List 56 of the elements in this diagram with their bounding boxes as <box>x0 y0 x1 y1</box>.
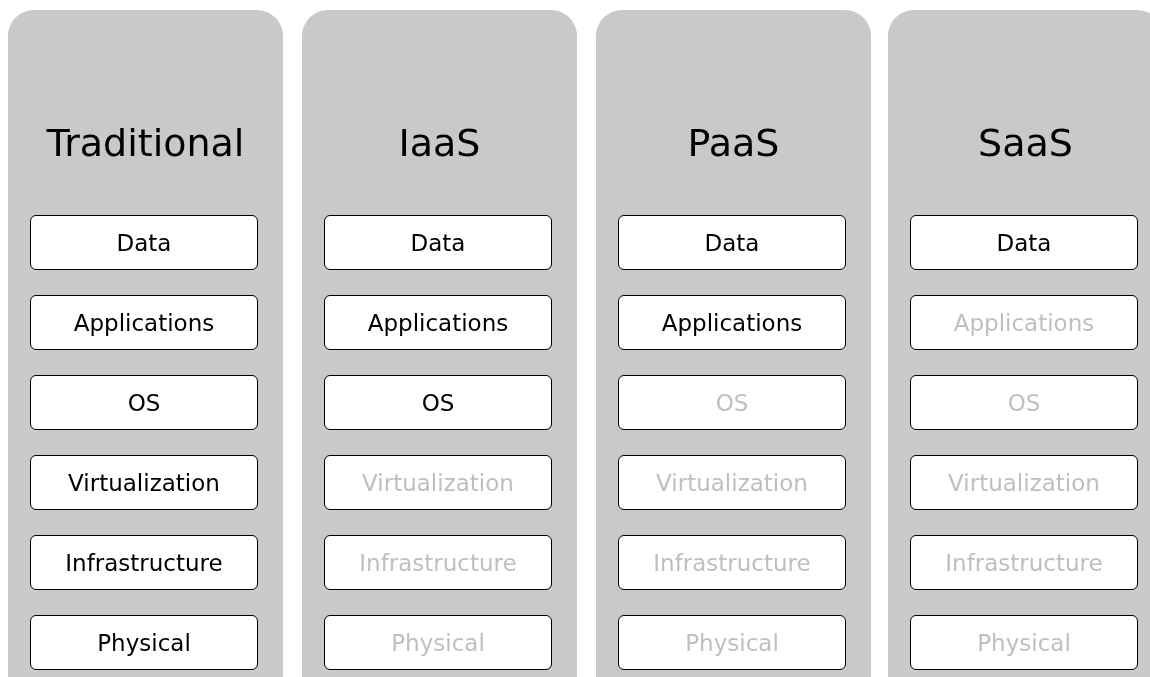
column-panel <box>302 10 577 677</box>
layer-label: Applications <box>73 309 215 336</box>
layer-label: Data <box>704 229 760 256</box>
layer-box <box>910 535 1138 590</box>
layer-box <box>30 215 258 270</box>
layer-box <box>324 215 552 270</box>
layer-box <box>30 295 258 350</box>
layer-label: Infrastructure <box>945 549 1103 576</box>
layer-box <box>618 295 846 350</box>
layer-box <box>324 455 552 510</box>
layer-label: Applications <box>367 309 509 336</box>
layer-label: OS <box>1007 389 1041 416</box>
layer-box <box>30 375 258 430</box>
layer-label: Virtualization <box>362 469 514 496</box>
layer-label: Virtualization <box>656 469 808 496</box>
layer-label: Data <box>996 229 1052 256</box>
layer-box <box>910 615 1138 670</box>
layer-label: OS <box>421 389 455 416</box>
layer-label: Infrastructure <box>653 549 811 576</box>
layer-label: Physical <box>391 629 485 656</box>
column-heading: PaaS <box>686 120 781 167</box>
layer-label: OS <box>715 389 749 416</box>
layer-box <box>324 535 552 590</box>
layer-label: Applications <box>661 309 803 336</box>
layer-box <box>910 295 1138 350</box>
layer-box <box>30 535 258 590</box>
layer-box <box>618 455 846 510</box>
layer-box <box>910 215 1138 270</box>
layer-label: Applications <box>953 309 1095 336</box>
layer-box <box>30 455 258 510</box>
layer-label: OS <box>127 389 161 416</box>
column-heading: IaaS <box>397 120 482 167</box>
column-panel <box>8 10 283 677</box>
layer-box <box>910 375 1138 430</box>
layer-label: Infrastructure <box>359 549 517 576</box>
layer-box <box>618 615 846 670</box>
layer-box <box>618 215 846 270</box>
layer-label: Data <box>410 229 466 256</box>
layer-box <box>324 295 552 350</box>
layer-label: Data <box>116 229 172 256</box>
layer-label: Infrastructure <box>65 549 223 576</box>
column-panel <box>596 10 871 677</box>
layer-label: Physical <box>97 629 191 656</box>
layer-box <box>618 375 846 430</box>
layer-box <box>324 375 552 430</box>
layer-label: Virtualization <box>948 469 1100 496</box>
layer-label: Physical <box>685 629 779 656</box>
column-panel <box>888 10 1150 677</box>
column-heading: SaaS <box>977 120 1074 167</box>
layer-box <box>910 455 1138 510</box>
column-heading: Traditional <box>45 120 246 167</box>
layer-box <box>30 615 258 670</box>
layer-label: Virtualization <box>68 469 220 496</box>
layer-box <box>324 615 552 670</box>
layer-box <box>618 535 846 590</box>
layer-label: Physical <box>977 629 1071 656</box>
